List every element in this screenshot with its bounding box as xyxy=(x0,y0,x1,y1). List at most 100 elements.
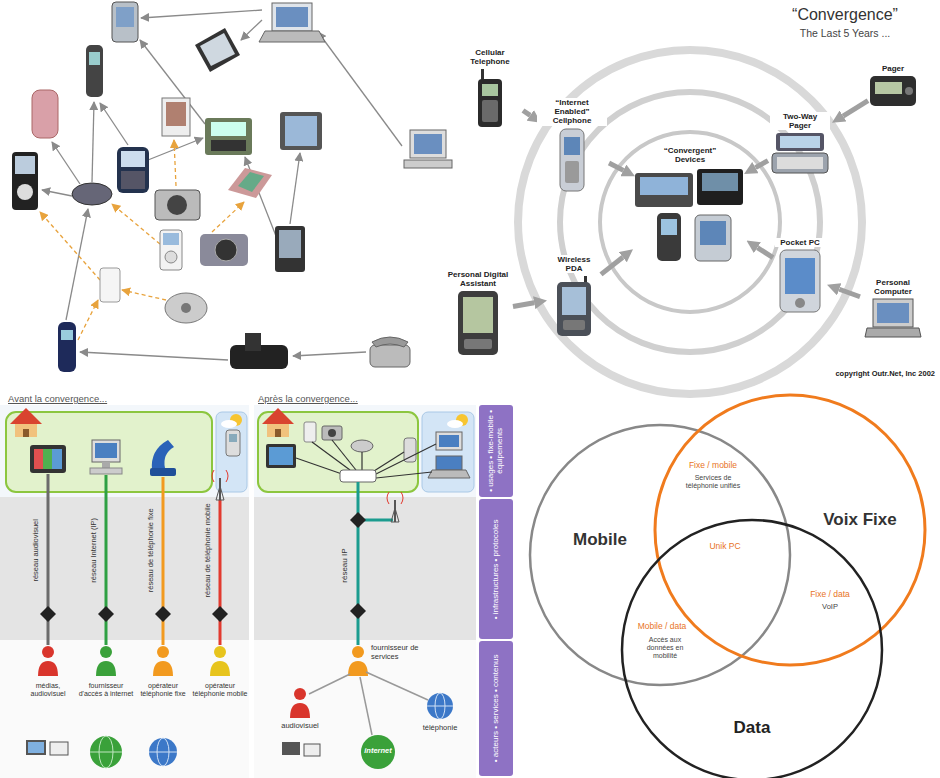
actor-link xyxy=(309,672,428,735)
home-link xyxy=(332,440,356,470)
device-photo xyxy=(211,122,246,136)
device-label: Personal Digital Assistant xyxy=(445,270,511,288)
network-node xyxy=(40,606,56,622)
device-photo xyxy=(86,45,103,97)
home-device xyxy=(304,422,316,442)
actor-label: opérateur téléphonie fixe xyxy=(135,682,191,698)
label-slot: Unik PC xyxy=(700,542,750,552)
convergence-ring xyxy=(518,50,862,394)
media-arrow xyxy=(78,300,98,340)
weather-icon xyxy=(447,420,463,428)
label-slot: Services de téléphonie unifiés xyxy=(683,474,743,490)
device-photo xyxy=(61,330,73,340)
device-icon xyxy=(873,299,913,327)
device-photo xyxy=(272,3,312,31)
device-icon xyxy=(458,291,498,355)
actor-icon xyxy=(38,646,368,718)
label-slot: VoIP xyxy=(800,603,860,612)
device-icon xyxy=(697,169,743,205)
home-device xyxy=(436,456,462,470)
home-device xyxy=(322,426,342,440)
label-slot: Accès aux données en mobilité xyxy=(635,636,695,660)
overlap-text: Services de téléphonie unifiés xyxy=(683,474,743,490)
device-photo xyxy=(195,28,240,72)
outdoor-zone xyxy=(422,412,474,492)
network-label: réseau audiovisuel xyxy=(32,500,41,600)
venn-outline xyxy=(652,392,928,668)
device-photo xyxy=(211,140,246,151)
device-icon xyxy=(476,69,504,127)
network-node xyxy=(155,606,171,622)
device-arrow xyxy=(293,352,366,356)
device-node: Personal Computer xyxy=(862,278,924,339)
actor-icon xyxy=(290,703,310,718)
convergence-arrow xyxy=(843,101,868,116)
network-label: réseau de téléphonie mobile xyxy=(204,500,213,600)
venn-label: Data xyxy=(734,718,771,738)
device-arrow xyxy=(241,20,262,40)
device-label: Pager xyxy=(871,64,915,73)
device-label: Cellular Telephone xyxy=(459,48,521,66)
device-photo xyxy=(410,130,446,158)
device-icon xyxy=(482,100,498,122)
home-zone xyxy=(258,412,418,492)
layer-band xyxy=(249,405,254,778)
device-photo xyxy=(200,234,248,266)
device-arrow xyxy=(290,153,300,224)
actor-label: téléphonie xyxy=(415,724,465,733)
antenna-icon xyxy=(387,492,403,504)
label-slot: réseau de téléphonie fixe xyxy=(101,546,201,555)
home-device xyxy=(226,430,240,456)
device-arrow xyxy=(100,103,128,145)
outdoor-zone xyxy=(216,412,474,492)
device-node: Personal Digital Assistant xyxy=(445,270,511,355)
convergence-ring xyxy=(518,50,862,394)
device-photo xyxy=(200,33,235,66)
house-icon xyxy=(275,429,281,437)
service-icon xyxy=(26,740,46,755)
device-icon xyxy=(875,82,902,94)
home-device xyxy=(404,438,416,462)
device-icon xyxy=(562,287,586,315)
device-icon xyxy=(565,161,579,183)
device-icon xyxy=(458,291,498,355)
overlap-text: Accès aux données en mobilité xyxy=(635,636,695,660)
device-icon xyxy=(785,258,815,294)
device-label: Wireless PDA xyxy=(549,255,599,273)
device-label: Two-Way Pager xyxy=(770,112,830,130)
home-router xyxy=(340,470,376,482)
device-icon xyxy=(772,133,828,173)
media-arrow xyxy=(122,290,166,300)
network-line xyxy=(357,482,360,645)
venn-label: Voix Fixe xyxy=(823,510,896,530)
media-arrow xyxy=(112,204,160,244)
home-device xyxy=(152,440,174,470)
antenna-icon xyxy=(391,508,399,522)
antenna-icon xyxy=(216,486,224,500)
actor-label: fournisseur d'accès à internet xyxy=(78,682,134,698)
house-icon xyxy=(10,408,294,437)
device-icon xyxy=(635,173,693,207)
convergence-arrow xyxy=(755,161,768,168)
device-photo xyxy=(205,118,252,155)
device-icon xyxy=(702,173,738,191)
device-icon xyxy=(700,221,726,245)
convergence-arrow xyxy=(601,257,623,274)
actor-label: audiovisuel xyxy=(275,722,325,731)
device-photo xyxy=(279,230,301,258)
device-arrow xyxy=(42,190,72,196)
label-slot: audiovisuel xyxy=(275,722,325,731)
device-photo xyxy=(15,156,35,174)
device-photo xyxy=(276,7,308,27)
label-slot: opérateur téléphonie mobile xyxy=(192,682,248,698)
actor-icon xyxy=(96,661,116,676)
media-arrow xyxy=(174,140,176,186)
venn-outline xyxy=(530,425,790,685)
device-node: “Internet Enabled” Cellphone xyxy=(537,98,607,191)
device-icon xyxy=(563,320,585,330)
network-label: réseau de téléphonie fixe xyxy=(147,500,156,600)
network-node xyxy=(212,606,228,622)
overlap-title: Unik PC xyxy=(700,542,750,552)
device-icon xyxy=(640,177,688,195)
